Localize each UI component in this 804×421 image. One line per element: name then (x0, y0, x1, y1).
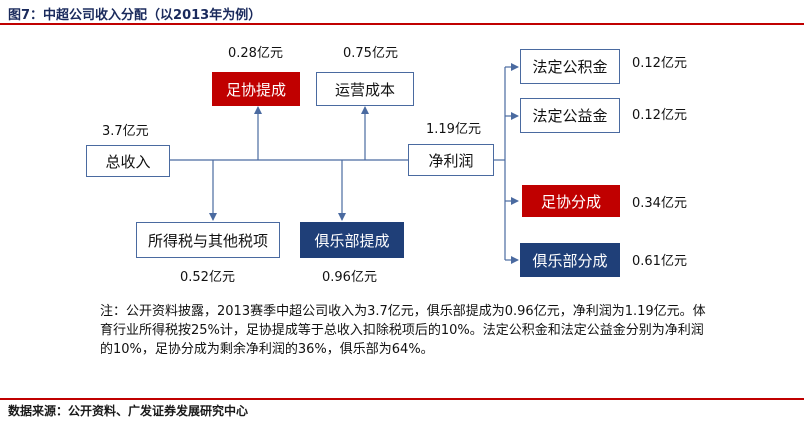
cfa-dividend-value: 0.34亿元 (632, 196, 687, 211)
net-profit-box: 净利润 (408, 144, 494, 176)
cfa-share-box: 足协提成 (212, 72, 300, 106)
club-dividend-value: 0.61亿元 (632, 254, 687, 269)
club-share-box: 俱乐部提成 (300, 222, 404, 258)
total-revenue-value: 3.7亿元 (102, 124, 149, 139)
footnote: 注：公开资料披露，2013赛季中超公司收入为3.7亿元，俱乐部提成为0.96亿元… (100, 304, 706, 357)
club-dividend-box: 俱乐部分成 (520, 243, 620, 277)
tax-value: 0.52亿元 (180, 270, 235, 285)
operating-cost-box: 运营成本 (316, 72, 414, 106)
cfa-dividend-box: 足协分成 (522, 185, 620, 217)
operating-cost-value: 0.75亿元 (343, 46, 398, 61)
total-revenue-box: 总收入 (86, 145, 170, 177)
tax-box: 所得税与其他税项 (136, 222, 280, 258)
figure-title: 图7：中超公司收入分配（以2013年为例） (8, 8, 262, 23)
statutory-welfare-value: 0.12亿元 (632, 108, 687, 123)
cfa-share-value: 0.28亿元 (228, 46, 283, 61)
statutory-reserve-box: 法定公积金 (520, 49, 620, 84)
bottom-divider (0, 398, 804, 400)
statutory-welfare-box: 法定公益金 (520, 98, 620, 133)
net-profit-value: 1.19亿元 (426, 122, 481, 137)
data-source: 数据来源：公开资料、广发证券发展研究中心 (8, 404, 249, 418)
club-share-value: 0.96亿元 (322, 270, 377, 285)
top-divider (0, 23, 804, 25)
statutory-reserve-value: 0.12亿元 (632, 56, 687, 71)
